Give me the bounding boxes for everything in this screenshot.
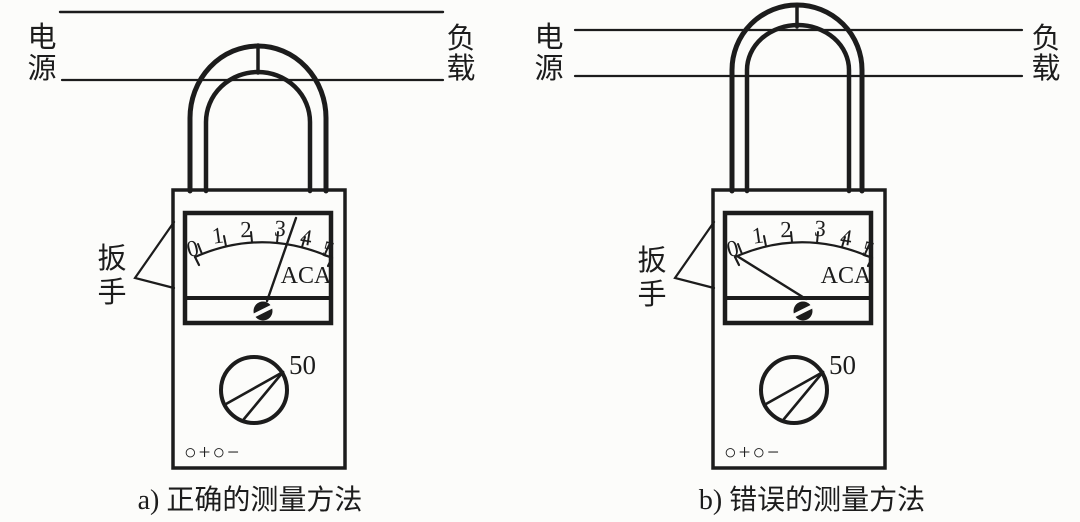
knob-range-value-b: 50 xyxy=(829,350,856,380)
diagram-a: 电 源 负 载 扳 手 0 1 2 3 4 5 ACA 50 ○+○− a) 正… xyxy=(27,10,476,516)
knob-pointer-lower-b xyxy=(782,370,825,421)
scale-num-3-b: 3 xyxy=(813,216,826,242)
scale-hook-right-a xyxy=(326,256,334,268)
scale-hook-left-b xyxy=(733,255,741,267)
source-label-char1-a: 电 xyxy=(27,21,56,54)
meter-needle-b xyxy=(735,254,808,301)
load-label-char1-b: 负 xyxy=(1031,22,1060,55)
knob-pointer-upper-b xyxy=(764,370,825,406)
caption-b: b) 错误的测量方法 xyxy=(699,484,925,516)
scale-arc-a xyxy=(193,241,334,260)
meter-body-a xyxy=(171,188,347,470)
scale-num-2-b: 2 xyxy=(780,217,792,242)
trigger-label-char2-b: 手 xyxy=(637,278,666,311)
trigger-lever-b xyxy=(673,220,716,290)
knob-pointer-lower-a xyxy=(242,370,285,421)
knob-pointer-upper-a xyxy=(224,370,285,406)
scale-num-3-a: 3 xyxy=(273,216,286,242)
scale-hook-right-b xyxy=(866,256,874,268)
scale-num-1-a: 1 xyxy=(210,222,225,248)
range-knob-a xyxy=(219,355,289,425)
scale-num-5-b: 5 xyxy=(860,236,877,263)
scale-num-2-a: 2 xyxy=(240,217,252,242)
meter-body-b xyxy=(711,188,887,470)
clamp-jaw-inner-b xyxy=(744,22,852,194)
meter-face-frame-b xyxy=(722,210,874,326)
trigger-label-char2-a: 手 xyxy=(97,276,126,309)
load-label-char1-a: 负 xyxy=(446,22,475,55)
trigger-lever-a xyxy=(133,220,176,290)
source-label-char2-a: 源 xyxy=(27,52,56,85)
source-label-char2-b: 源 xyxy=(534,52,563,85)
scale-num-4-a: 4 xyxy=(299,224,315,251)
trigger-label-char1-a: 扳 xyxy=(97,242,126,275)
scale-num-4-b: 4 xyxy=(839,224,855,251)
clamp-jaw-inner-a xyxy=(203,69,313,194)
unit-label-b: ACA xyxy=(821,263,872,289)
zero-screw-slot-a xyxy=(253,305,273,317)
load-label-char2-a: 载 xyxy=(446,52,475,85)
caption-a: a) 正确的测量方法 xyxy=(138,484,363,516)
clamp-jaw-outer-b xyxy=(729,2,865,194)
source-label-char1-b: 电 xyxy=(534,21,563,54)
meter-needle-a xyxy=(265,216,298,303)
meter-face-frame-a xyxy=(182,210,334,326)
load-label-char2-b: 载 xyxy=(1031,52,1060,85)
terminals-label-b: ○+○− xyxy=(724,440,781,464)
scale-num-5-a: 5 xyxy=(320,236,337,263)
range-knob-b xyxy=(759,355,829,425)
scale-ticks-b xyxy=(737,231,870,255)
diagram-b: 电 源 负 载 扳 手 0 1 2 3 4 5 ACA 50 ○+○− b) 错… xyxy=(534,2,1061,516)
terminals-label-a: ○+○− xyxy=(184,440,241,464)
unit-label-a: ACA xyxy=(281,263,332,289)
trigger-label-char1-b: 扳 xyxy=(637,244,666,277)
zero-screw-slot-b xyxy=(793,305,813,317)
scale-ticks-a xyxy=(197,231,330,255)
scale-hook-left-a xyxy=(193,255,201,267)
knob-range-value-a: 50 xyxy=(289,350,316,380)
scale-num-1-b: 1 xyxy=(750,222,765,248)
scale-arc-b xyxy=(733,241,874,260)
